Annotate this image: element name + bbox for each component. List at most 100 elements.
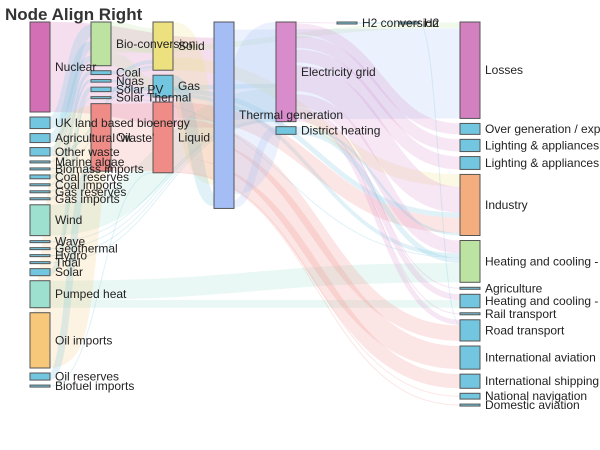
node-agricultural-waste (29, 133, 51, 144)
node-label-oil-imports: Oil imports (55, 333, 112, 347)
node-uk-land-based-bioenergy (29, 116, 51, 130)
link-electricity-grid-to-rail-transport (295, 115, 461, 315)
link-electricity-grid-to-heating-and-cooling-commercial (295, 109, 461, 301)
node-label-district-heating: District heating (301, 124, 380, 138)
node-label-biofuel-imports: Biofuel imports (55, 379, 134, 393)
link-bio-conversion-to-gas (110, 52, 154, 91)
link-agricultural-waste-to-bio-conversion (48, 41, 93, 143)
node-label-biomass-imports: Biomass imports (55, 162, 144, 176)
node-hydro (29, 254, 51, 258)
link-marine-algae-to-bio-conversion (49, 64, 92, 163)
node-domestic-aviation (459, 403, 481, 407)
link-h2-to-road-transport (418, 22, 461, 326)
node-lighting-appliances-domestic (459, 138, 481, 153)
link-electricity-grid-to-lighting-appliances-commercial (295, 49, 461, 170)
link-coal-to-solid (110, 59, 154, 75)
node-bio-conversion (90, 21, 112, 67)
node-road-transport (459, 319, 481, 342)
node-label-wave: Wave (55, 235, 86, 249)
node-label-coal: Coal (116, 66, 141, 80)
node-label-ngas: Ngas (116, 74, 144, 88)
node-label-lighting-appliances-domestic: Lighting & appliances - domestic (485, 138, 600, 152)
node-label-pumped-heat: Pumped heat (55, 287, 127, 301)
node-geothermal (29, 247, 51, 251)
node-district-heating (275, 126, 297, 135)
node-label-wind: Wind (55, 213, 82, 227)
node-coal-imports (29, 183, 51, 187)
node-international-aviation (459, 345, 481, 370)
node-label-national-navigation: National navigation (485, 389, 587, 403)
node-label-electricity-grid: Electricity grid (301, 65, 376, 79)
link-gas-reserves-to-ngas (49, 79, 92, 193)
link-biofuel-imports-to-liquid (49, 171, 154, 387)
node-label-solid: Solid (178, 39, 205, 53)
node-liquid (152, 101, 174, 174)
node-label-road-transport: Road transport (485, 323, 565, 337)
node-oil-reserves (29, 372, 51, 381)
link-solar-thermal-to-heating-and-cooling-homes (110, 97, 461, 259)
link-electricity-grid-to-agriculture (295, 107, 461, 289)
node-label-uk-land-based-bioenergy: UK land based bioenergy (55, 116, 190, 130)
node-thermal-generation (213, 21, 235, 209)
node-oil-imports (29, 312, 51, 369)
node-solid (152, 21, 174, 71)
links-layer (28, 21, 461, 406)
link-geothermal-to-electricity-grid (49, 119, 277, 250)
node-coal (90, 70, 112, 76)
link-solar-to-solar-thermal (49, 97, 92, 276)
link-electricity-grid-to-h2-conversion (295, 21, 338, 24)
node-label-losses: Losses (485, 63, 523, 77)
node-heating-and-cooling-homes (459, 240, 481, 283)
node-solar (29, 268, 51, 277)
node-wave (29, 240, 51, 244)
node-label-solar-pv: Solar PV (116, 82, 163, 96)
node-industry (459, 173, 481, 237)
node-label-geothermal: Geothermal (55, 242, 118, 256)
link-bio-conversion-to-solid (110, 22, 154, 54)
node-pumped-heat (29, 280, 51, 309)
node-label-gas-imports: Gas imports (55, 192, 120, 206)
node-label-oil-reserves: Oil reserves (55, 370, 119, 384)
node-label-heating-and-cooling-homes: Heating and cooling - homes (485, 254, 600, 268)
node-solar-pv (90, 86, 112, 93)
link-electricity-grid-to-road-transport (295, 116, 461, 325)
link-oil-reserves-to-oil (48, 163, 93, 381)
link-thermal-generation-to-electricity-grid (213, 22, 297, 195)
node-nuclear (29, 21, 51, 113)
node-gas (152, 74, 174, 98)
node-label-gas-reserves: Gas reserves (55, 185, 126, 199)
node-label-international-shipping: International shipping (485, 374, 599, 388)
link-thermal-generation-to-losses (233, 28, 461, 120)
node-label-solar: Solar (55, 265, 83, 279)
node-label-h2: H2 (424, 16, 440, 30)
node-gas-reserves (29, 190, 51, 194)
chart-title: Node Align Right (5, 5, 143, 24)
node-label-bio-conversion: Bio-conversion (116, 37, 195, 51)
node-over-generation-exports (459, 122, 481, 135)
link-coal-reserves-to-coal (49, 70, 92, 179)
node-coal-reserves (29, 174, 51, 180)
node-label-lighting-appliances-commercial: Lighting & appliances - commercial (485, 156, 600, 170)
node-heating-and-cooling-commercial (459, 293, 481, 309)
link-gas-to-thermal-generation (170, 75, 217, 207)
node-agriculture (459, 286, 481, 290)
node-tidal (29, 261, 51, 265)
link-other-waste-to-bio-conversion (49, 55, 92, 154)
node-h2 (398, 21, 420, 25)
node-international-shipping (459, 373, 481, 389)
node-label-oil: Oil (116, 130, 131, 144)
link-uk-land-based-bioenergy-to-bio-conversion (47, 24, 94, 129)
link-oil-imports-to-oil (28, 105, 113, 368)
node-label-coal-imports: Coal imports (55, 178, 122, 192)
link-electricity-grid-to-heating-and-cooling-homes (295, 94, 461, 254)
link-thermal-generation-to-district-heating (232, 126, 278, 208)
link-gas-imports-to-ngas (49, 80, 92, 200)
link-district-heating-to-industry (295, 126, 461, 236)
node-label-thermal-generation: Thermal generation (239, 108, 343, 122)
node-biofuel-imports (29, 384, 51, 388)
node-label-over-generation-exports: Over generation / exports (485, 122, 600, 136)
link-hydro-to-electricity-grid (49, 120, 277, 257)
node-label-heating-and-cooling-commercial: Heating and cooling - commercial (485, 294, 600, 308)
link-solar-to-solar-pv (48, 87, 93, 274)
